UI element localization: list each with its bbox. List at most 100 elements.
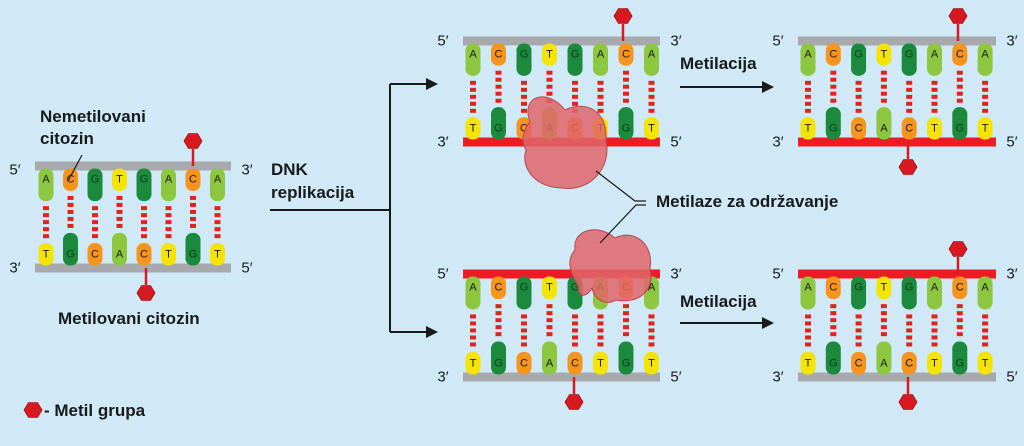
hydrogen-bond: [906, 108, 913, 113]
hydrogen-bond: [931, 328, 938, 333]
hydrogen-bond: [572, 342, 578, 347]
base-letter: G: [905, 282, 914, 294]
hydrogen-bond: [546, 84, 553, 89]
base-top: [491, 43, 506, 66]
hydrogen-bond: [623, 91, 629, 96]
hydrogen-bond: [880, 311, 887, 316]
base-letter: C: [905, 123, 913, 135]
unmethylated-cytosine-label: Nemetilovani citozin: [40, 107, 146, 148]
end-label: 3′: [437, 134, 448, 151]
end-label: 5′: [241, 260, 252, 277]
hydrogen-bond: [597, 101, 604, 106]
base-top: [542, 43, 557, 66]
hydrogen-bond: [880, 318, 887, 323]
base-letter: C: [829, 282, 837, 294]
hydrogen-bond: [805, 342, 811, 347]
hydrogen-bond: [648, 328, 655, 333]
methyl-hexagon: [948, 8, 968, 24]
hydrogen-bond: [855, 108, 862, 113]
methyl-group: [898, 142, 918, 175]
base-top: [38, 168, 54, 202]
hydrogen-bond: [805, 321, 811, 326]
hydrogen-bond: [521, 335, 527, 340]
hydrogen-bond: [165, 234, 172, 239]
base-letter: G: [571, 49, 580, 61]
hydrogen-bond: [546, 318, 553, 323]
hydrogen-bond: [906, 101, 913, 106]
pointer-line: [595, 170, 646, 202]
base-letter: T: [597, 358, 604, 370]
base-letter: C: [189, 174, 197, 186]
base-bottom: [491, 107, 506, 140]
maintenance-methylases-label: Metilaze za održavanje: [656, 192, 839, 211]
hydrogen-bond: [906, 335, 913, 340]
hydrogen-bond: [880, 70, 887, 75]
hydrogen-bond: [214, 206, 221, 211]
base-letter: T: [805, 123, 812, 135]
end-label: 5′: [772, 266, 783, 283]
hydrogen-bond: [906, 321, 913, 326]
end-label: 5′: [772, 33, 783, 50]
pointer-line: [67, 154, 83, 182]
hydrogen-bond: [648, 314, 655, 319]
base-top: [136, 168, 152, 202]
hydrogen-bond: [521, 321, 527, 326]
base-letter: T: [546, 282, 553, 294]
hydrogen-bond: [495, 91, 502, 96]
base-top: [952, 43, 968, 66]
base-letter: G: [622, 358, 631, 370]
base-top: [876, 276, 892, 300]
hydrogen-bond: [956, 70, 963, 75]
hydrogen-bond: [470, 321, 476, 326]
enzyme-top: [522, 96, 608, 189]
hydrogen-bond: [931, 321, 938, 326]
hydrogen-bond: [67, 216, 74, 221]
hydrogen-bond: [597, 314, 604, 319]
hydrogen-bond: [906, 342, 913, 347]
hydrogen-bond: [597, 80, 604, 85]
hydrogen-bond: [623, 318, 629, 323]
base-bottom: [901, 117, 917, 140]
base-letter: C: [855, 358, 863, 370]
hydrogen-bond: [931, 94, 938, 99]
base-letter: C: [956, 282, 964, 294]
base-letter: G: [494, 358, 503, 370]
hydrogen-bond: [43, 206, 49, 211]
base-letter: C: [495, 282, 503, 294]
base-top: [465, 43, 481, 76]
hydrogen-bond: [855, 314, 862, 319]
hydrogen-bond: [141, 220, 147, 225]
hydrogen-bond: [830, 311, 837, 316]
hydrogen-bond: [495, 98, 502, 103]
end-label: 3′: [670, 33, 681, 50]
base-bottom: [876, 341, 892, 375]
base-bottom: [38, 243, 54, 266]
hydrogen-bond: [982, 108, 989, 113]
base-bottom: [112, 232, 127, 266]
base-bottom: [851, 117, 867, 140]
hydrogen-bond: [67, 202, 74, 207]
base-letter: C: [905, 358, 913, 370]
hydrogen-bond: [956, 77, 963, 82]
methylation-label-bottom: Metilacija: [680, 292, 757, 311]
hydrogen-bond: [572, 321, 578, 326]
methyl-hexagon: [183, 133, 203, 149]
base-letter: A: [981, 282, 989, 294]
base-bottom: [644, 351, 659, 375]
hydrogen-bond: [67, 223, 74, 228]
hydrogen-bond: [648, 335, 655, 340]
base-top: [618, 43, 634, 66]
hydrogen-bond: [92, 206, 98, 211]
legend: [23, 402, 43, 418]
arrow-head: [762, 317, 774, 329]
end-label: 3′: [772, 369, 783, 386]
base-letter: G: [829, 123, 838, 135]
base-top: [927, 43, 942, 76]
base-letter: G: [829, 358, 838, 370]
hydrogen-bond: [623, 70, 629, 75]
base-letter: A: [648, 282, 656, 294]
hydrogen-bond: [572, 314, 578, 319]
base-letter: C: [571, 358, 579, 370]
methyl-hexagon: [898, 159, 918, 175]
